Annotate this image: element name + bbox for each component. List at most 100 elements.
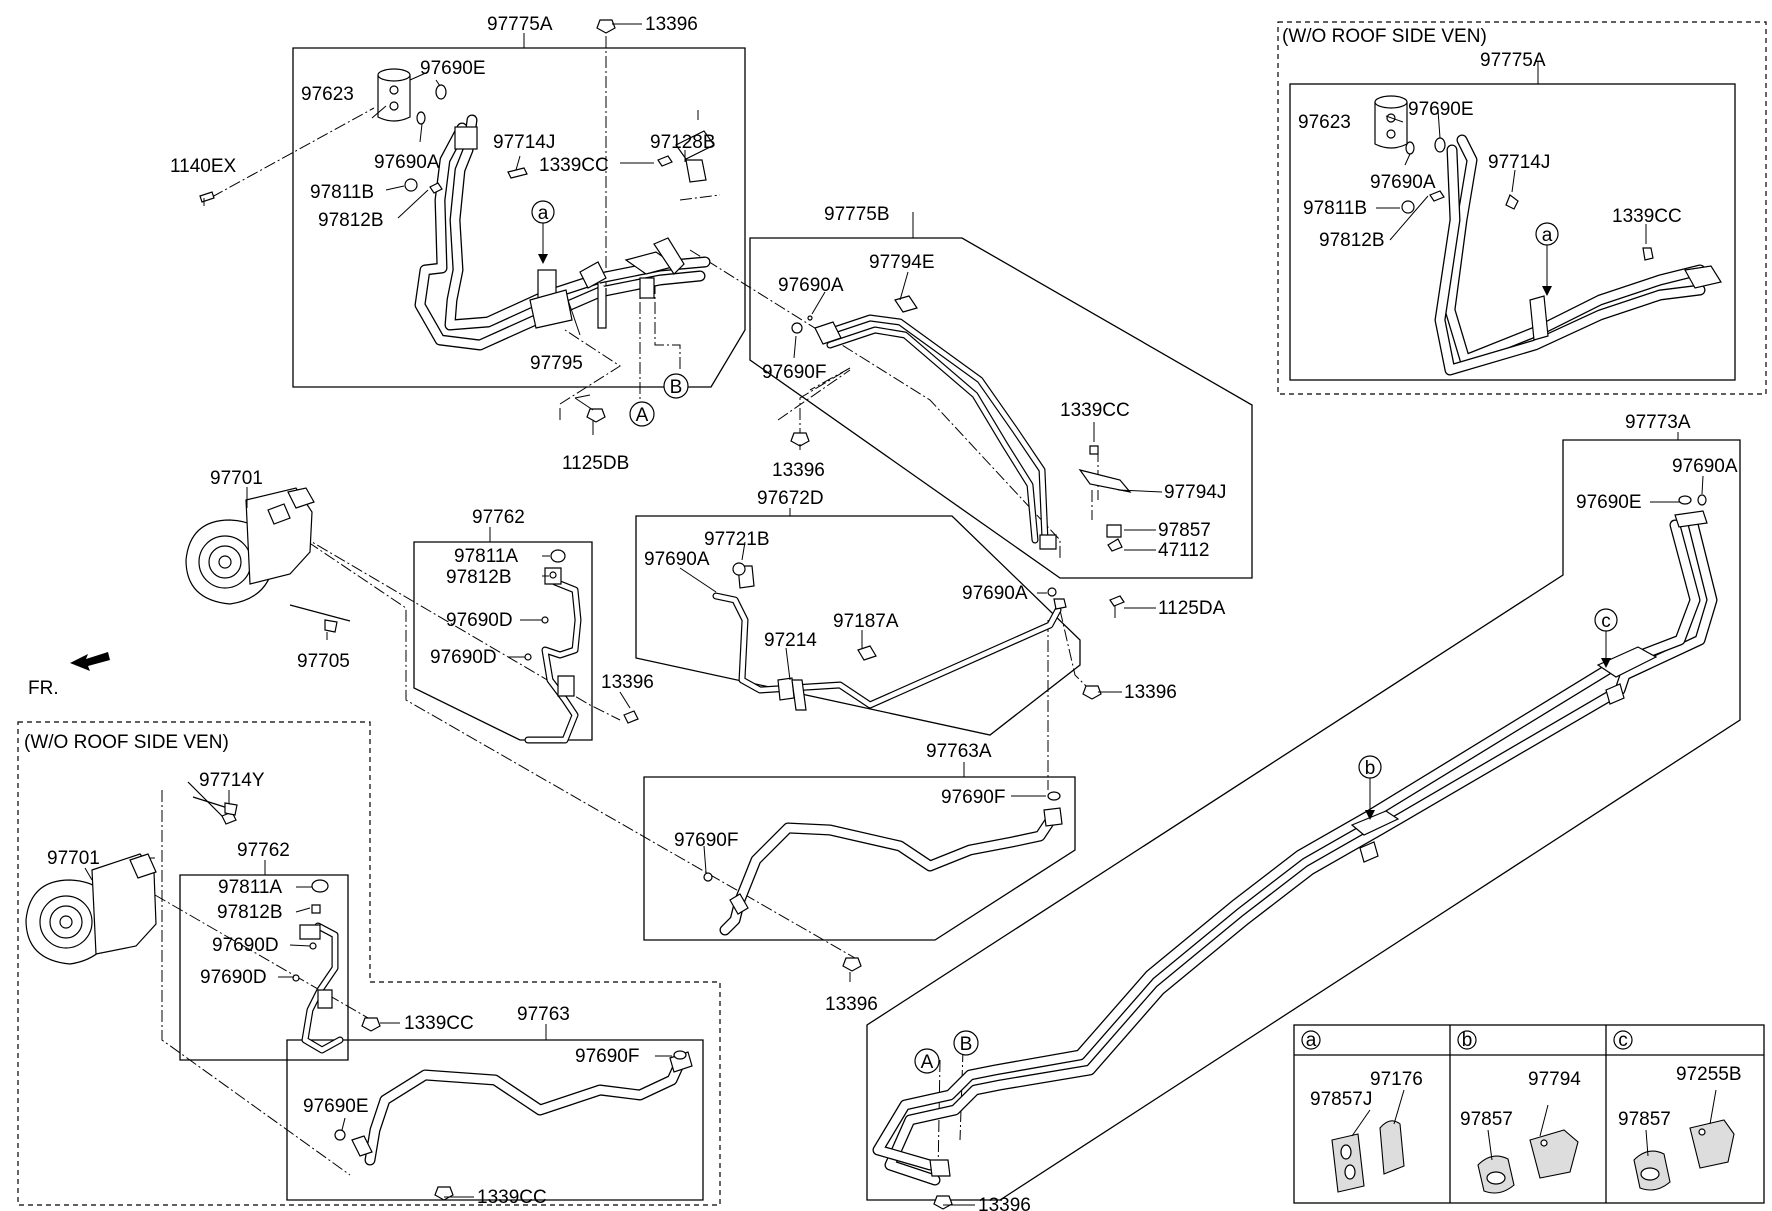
label-97690F-d: 97690F — [674, 830, 738, 851]
label-97812B-c: 97812B — [217, 902, 283, 923]
variant-header-left: (W/O ROOF SIDE VEN) — [24, 732, 229, 753]
label-97812B-b: 97812B — [446, 567, 512, 588]
label-97690F-c: 97690F — [941, 787, 1005, 808]
callout-c: c — [1594, 608, 1618, 668]
label-97705: 97705 — [297, 651, 350, 672]
label-97763A: 97763A — [926, 741, 992, 762]
label-97690D-a: 97690D — [446, 610, 513, 631]
label-97795: 97795 — [530, 353, 583, 374]
label-97721B: 97721B — [704, 529, 770, 550]
label-97763: 97763 — [517, 1004, 570, 1025]
pipe-97775B — [814, 295, 1132, 550]
legend-header-a: a — [1306, 1030, 1317, 1051]
bracket-97794-shape — [1529, 1129, 1579, 1179]
fr-label: FR. — [28, 678, 59, 699]
label-97701-a: 97701 — [210, 468, 263, 489]
label-97672D: 97672D — [757, 488, 824, 509]
label-1140EX: 1140EX — [170, 156, 237, 177]
pipe-97773A — [872, 510, 1718, 1186]
label-1125DA: 1125DA — [1158, 598, 1226, 619]
label-1339CC-a: 1339CC — [539, 155, 609, 176]
label-97128B: 97128B — [650, 132, 716, 153]
label-97255B: 97255B — [1676, 1064, 1742, 1085]
box-97763 — [286, 1039, 704, 1201]
callout-A-main: A — [629, 401, 655, 427]
legend-header-b: b — [1462, 1030, 1473, 1051]
callout-A-pipe: A — [914, 1048, 940, 1074]
label-97690D-d: 97690D — [200, 967, 267, 988]
label-97690A-d: 97690A — [962, 583, 1028, 604]
label-97690A-r: 97690A — [1370, 172, 1436, 193]
label-97690A-s: 97690A — [1672, 456, 1738, 477]
label-97690A-c: 97690A — [644, 549, 710, 570]
label-97857-tb: 97857 — [1460, 1109, 1513, 1130]
clamp-97857J-shape — [1331, 1133, 1365, 1193]
label-97701-b: 97701 — [47, 848, 100, 869]
label-97794E: 97794E — [869, 252, 935, 273]
dash-leaders — [150, 36, 1099, 1176]
label-13396-d: 13396 — [601, 672, 654, 693]
label-97794J: 97794J — [1164, 482, 1226, 503]
legend-table: a b c — [1293, 1024, 1765, 1204]
label-1125DB: 1125DB — [562, 453, 629, 474]
callout-B-pipe: B — [953, 1030, 979, 1056]
hose-97763 — [351, 1051, 693, 1166]
compressor-97701 — [185, 487, 315, 605]
label-97811B-a: 97811B — [310, 182, 374, 203]
label-13396-f: 13396 — [978, 1195, 1031, 1211]
svg-text:A: A — [921, 1052, 934, 1073]
svg-text:a: a — [1542, 225, 1553, 246]
label-97812B-r: 97812B — [1319, 230, 1385, 251]
label-13396-b: 13396 — [772, 460, 825, 481]
label-97811A-a: 97811A — [454, 546, 518, 567]
svg-text:B: B — [670, 377, 683, 398]
label-1339CC-c: 1339CC — [404, 1013, 474, 1034]
legend-header-c: c — [1618, 1030, 1628, 1051]
label-97857-tc: 97857 — [1618, 1109, 1671, 1130]
callout-a-right: a — [1535, 222, 1559, 296]
hose-97762-b — [299, 922, 344, 1054]
label-97214: 97214 — [764, 630, 817, 651]
label-97690E-e: 97690E — [303, 1096, 369, 1117]
box-97672D — [635, 515, 1081, 736]
front-arrow-icon — [70, 652, 110, 671]
receiver-97623 — [377, 68, 411, 122]
label-97690A-a: 97690A — [374, 152, 440, 173]
variant-box-top-right — [1277, 21, 1767, 395]
label-97812B-a: 97812B — [318, 210, 384, 231]
label-1339CC-d: 1339CC — [477, 1187, 547, 1208]
pipe-97775A — [414, 114, 715, 351]
label-97690E-a: 97690E — [420, 58, 486, 79]
svg-text:A: A — [636, 405, 649, 426]
bracket-97255B-shape — [1689, 1119, 1735, 1169]
label-97623-r: 97623 — [1298, 112, 1351, 133]
label-97714J-a: 97714J — [493, 132, 555, 153]
compressor-97701-b — [25, 853, 157, 965]
label-97773A: 97773A — [1625, 412, 1691, 433]
label-97857-b: 97857 — [1158, 520, 1211, 541]
label-13396-c: 13396 — [1124, 682, 1177, 703]
svg-text:a: a — [538, 203, 549, 224]
hose-97763A — [719, 807, 1063, 936]
label-47112: 47112 — [1158, 540, 1209, 561]
label-97857J: 97857J — [1310, 1089, 1372, 1110]
label-97762-b: 97762 — [237, 840, 290, 861]
clamp-97176-shape — [1379, 1120, 1405, 1175]
label-97714J-r: 97714J — [1488, 152, 1550, 173]
label-leaders — [84, 23, 1704, 1206]
label-97794: 97794 — [1528, 1069, 1581, 1090]
variant-box-bottom-left — [17, 721, 721, 1206]
svg-text:B: B — [960, 1034, 973, 1055]
svg-text:c: c — [1601, 611, 1611, 632]
variant-header-top: (W/O ROOF SIDE VEN) — [1282, 26, 1487, 47]
label-13396-e: 13396 — [825, 994, 878, 1015]
box-97763A — [643, 776, 1076, 941]
callout-a-main: a — [531, 200, 555, 264]
label-97690E-r: 97690E — [1408, 99, 1474, 120]
label-97690F-b: 97690F — [762, 362, 826, 383]
label-97690A-b: 97690A — [778, 275, 844, 296]
receiver-97623-right — [1374, 95, 1408, 149]
label-1339CC-b: 1339CC — [1060, 400, 1130, 421]
label-97690D-c: 97690D — [212, 935, 279, 956]
